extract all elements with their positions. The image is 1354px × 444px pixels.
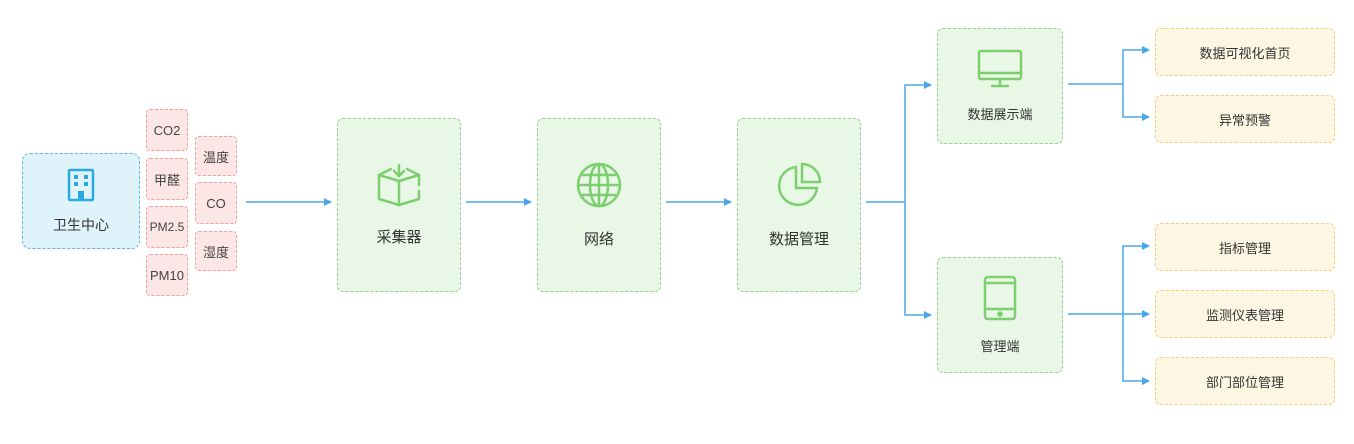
feature-instrument-management: 监测仪表管理 xyxy=(1155,290,1335,338)
sensor-temperature: 温度 xyxy=(195,136,237,176)
feature-data-visualization-home: 数据可视化首页 xyxy=(1155,28,1335,76)
collector-label: 采集器 xyxy=(376,229,422,246)
tablet-icon xyxy=(983,275,1017,326)
arrow-to-feature-3 xyxy=(1122,242,1150,314)
building-icon xyxy=(67,168,95,207)
sensor-pm10: PM10 xyxy=(146,254,188,296)
box-download-icon xyxy=(375,163,423,212)
monitor-icon xyxy=(977,49,1023,94)
admin-endpoint-label: 管理端 xyxy=(980,339,1020,354)
health-center-node: 卫生中心 xyxy=(22,153,140,249)
admin-endpoint-node: 管理端 xyxy=(937,257,1063,373)
pie-chart-icon xyxy=(775,161,823,214)
sensor-co: CO xyxy=(195,182,237,224)
arrow-to-feature-5 xyxy=(1122,314,1150,385)
arrow-to-admin-endpoint xyxy=(904,202,932,319)
health-center-label: 卫生中心 xyxy=(53,216,109,233)
network-label: 网络 xyxy=(583,231,614,248)
arrow-to-display-endpoint xyxy=(904,81,932,202)
network-node: 网络 xyxy=(537,118,661,292)
collector-node: 采集器 xyxy=(337,118,461,292)
feature-anomaly-warning: 异常预警 xyxy=(1155,95,1335,143)
sensor-humidity: 湿度 xyxy=(195,231,237,271)
sensor-co2: CO2 xyxy=(146,109,188,151)
feature-indicator-management: 指标管理 xyxy=(1155,223,1335,271)
arrow-to-feature-1 xyxy=(1122,46,1150,84)
sensor-formaldehyde: 甲醛 xyxy=(146,158,188,200)
display-endpoint-node: 数据展示端 xyxy=(937,28,1063,144)
data-management-node: 数据管理 xyxy=(737,118,861,292)
globe-icon xyxy=(575,161,623,214)
data-management-label: 数据管理 xyxy=(768,231,829,248)
feature-department-management: 部门部位管理 xyxy=(1155,357,1335,405)
arrow-to-feature-2 xyxy=(1122,84,1150,121)
sensor-pm25: PM2.5 xyxy=(146,206,188,248)
display-endpoint-label: 数据展示端 xyxy=(967,107,1033,122)
